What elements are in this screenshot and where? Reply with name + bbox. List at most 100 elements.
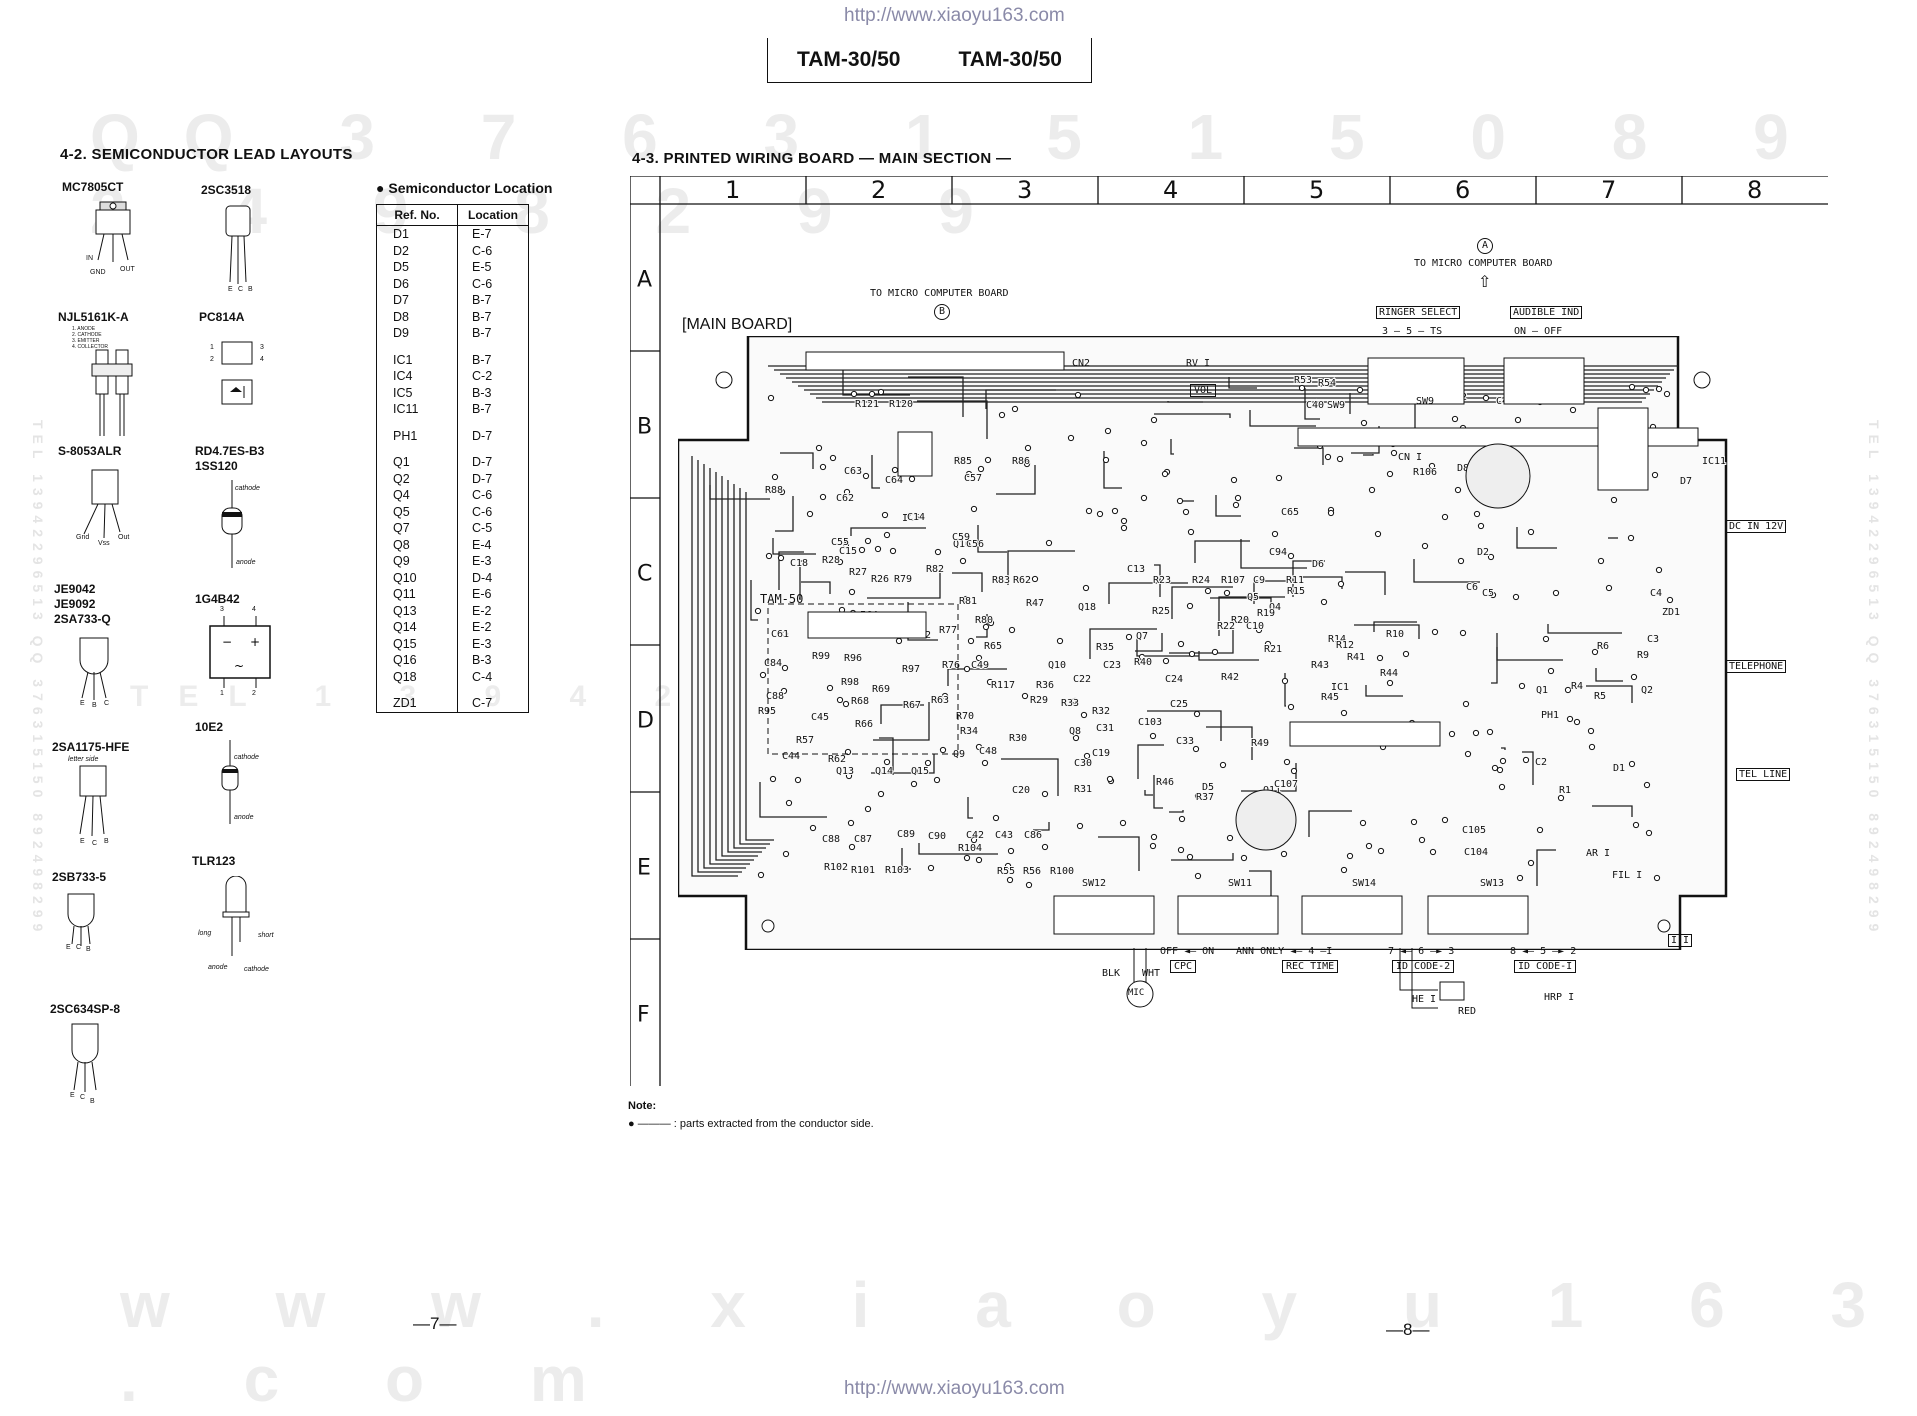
part-label: TLR123 <box>192 854 236 868</box>
trace <box>1304 388 1320 420</box>
pad <box>782 850 790 858</box>
trace <box>873 702 930 741</box>
table-spacer-row <box>377 341 529 352</box>
section-title-pwb: 4-3. PRINTED WIRING BOARD — MAIN SECTION… <box>632 150 1012 167</box>
pad <box>1597 557 1605 565</box>
pad <box>845 772 853 780</box>
pad <box>1588 743 1596 751</box>
cn1-label: CN I <box>1398 452 1423 463</box>
pad <box>984 456 992 464</box>
pad <box>1031 575 1039 583</box>
component-label: C63 <box>844 466 862 477</box>
pad <box>1008 626 1016 634</box>
pad <box>1402 650 1410 658</box>
component-label: R103 <box>885 865 909 876</box>
hrp1-label: HRP I <box>1544 992 1575 1003</box>
pin-label: B <box>90 1098 95 1105</box>
pad <box>836 558 844 566</box>
pad <box>1390 449 1398 457</box>
pad <box>934 548 942 556</box>
mic-wiring <box>1126 948 1465 1009</box>
pad <box>1491 764 1499 772</box>
trace <box>1198 651 1259 661</box>
pad <box>1120 524 1128 532</box>
pad <box>1591 648 1599 656</box>
mount-circle <box>1465 443 1531 509</box>
part-label: PC814A <box>199 310 245 324</box>
trace <box>879 737 894 775</box>
component-label: C49 <box>971 660 989 671</box>
pad <box>1376 654 1384 662</box>
trace <box>1365 685 1403 697</box>
component-label: R36 <box>1036 680 1054 691</box>
location-cell: B-3 <box>457 384 529 401</box>
component-label: R14 <box>1328 634 1346 645</box>
part-label: JE9092 <box>54 597 96 611</box>
pad <box>1482 394 1490 402</box>
component-label: R69 <box>872 684 890 695</box>
pad <box>1023 460 1031 468</box>
component-label: C13 <box>1127 564 1145 575</box>
pad <box>850 390 858 398</box>
component-label: R65 <box>984 641 1002 652</box>
pad <box>1368 486 1376 494</box>
trace <box>850 527 926 536</box>
part-label: NJL5161K-A <box>58 310 129 324</box>
component-label: Q7 <box>1136 631 1148 642</box>
location-cell: E-2 <box>457 602 529 619</box>
component-label: PH1 <box>1541 710 1559 721</box>
pad <box>908 475 916 483</box>
pad <box>848 588 856 596</box>
trace <box>901 848 911 870</box>
pad <box>1642 386 1650 394</box>
pad <box>1451 415 1459 423</box>
pin-label: cathode <box>244 966 269 973</box>
component-label: C56 <box>966 539 984 550</box>
pin-label: long <box>198 930 212 937</box>
switch-sw14 <box>1301 895 1403 935</box>
component-label: R102 <box>824 862 848 873</box>
pad <box>1177 640 1185 648</box>
trace <box>750 580 758 621</box>
pad <box>1655 566 1663 574</box>
url-top[interactable]: http://www.xiaoyu163.com <box>844 5 1065 26</box>
mode-pos-id-code-2: 7 ◄— 6 —► 3 <box>1388 946 1455 957</box>
trace <box>1154 564 1161 597</box>
pad <box>1336 455 1344 463</box>
pad <box>1457 557 1465 565</box>
ref-no-cell: PH1 <box>393 428 418 443</box>
switch-sw12 <box>1053 895 1155 935</box>
ref-no-cell: Q11 <box>393 587 416 601</box>
trace <box>1218 596 1285 636</box>
pad <box>765 552 773 560</box>
pin-label: B <box>104 838 109 845</box>
pad <box>843 488 851 496</box>
page-number-right: —8— <box>1386 1320 1430 1339</box>
pad <box>1255 626 1263 634</box>
ref-no-cell: Q9 <box>393 554 410 568</box>
location-cell: E-5 <box>457 259 529 276</box>
row-label: A <box>637 268 652 293</box>
component-label: C23 <box>1103 660 1121 671</box>
pad <box>965 470 973 478</box>
pad <box>883 758 891 766</box>
pad <box>1472 729 1480 737</box>
pin-label: 1. ANODE <box>72 326 96 332</box>
blk-label: BLK <box>1102 968 1121 979</box>
trace <box>1169 810 1184 813</box>
ref-no-cell: Q15 <box>393 636 417 651</box>
component-label: Q8 <box>1069 726 1081 737</box>
pad <box>1666 596 1674 604</box>
url-bottom[interactable]: http://www.xiaoyu163.com <box>844 1378 1065 1399</box>
part-label: MC7805CT <box>62 180 124 194</box>
ref-no-cell: IC11 <box>393 402 419 416</box>
pad <box>1287 703 1295 711</box>
component-label: Q16 <box>953 539 971 550</box>
trace <box>1194 540 1250 563</box>
component-label: R88 <box>765 485 783 496</box>
pad <box>1281 677 1289 685</box>
component-label: C31 <box>1096 723 1114 734</box>
pad <box>1071 697 1079 705</box>
ref-no-cell: D7 <box>393 293 409 307</box>
